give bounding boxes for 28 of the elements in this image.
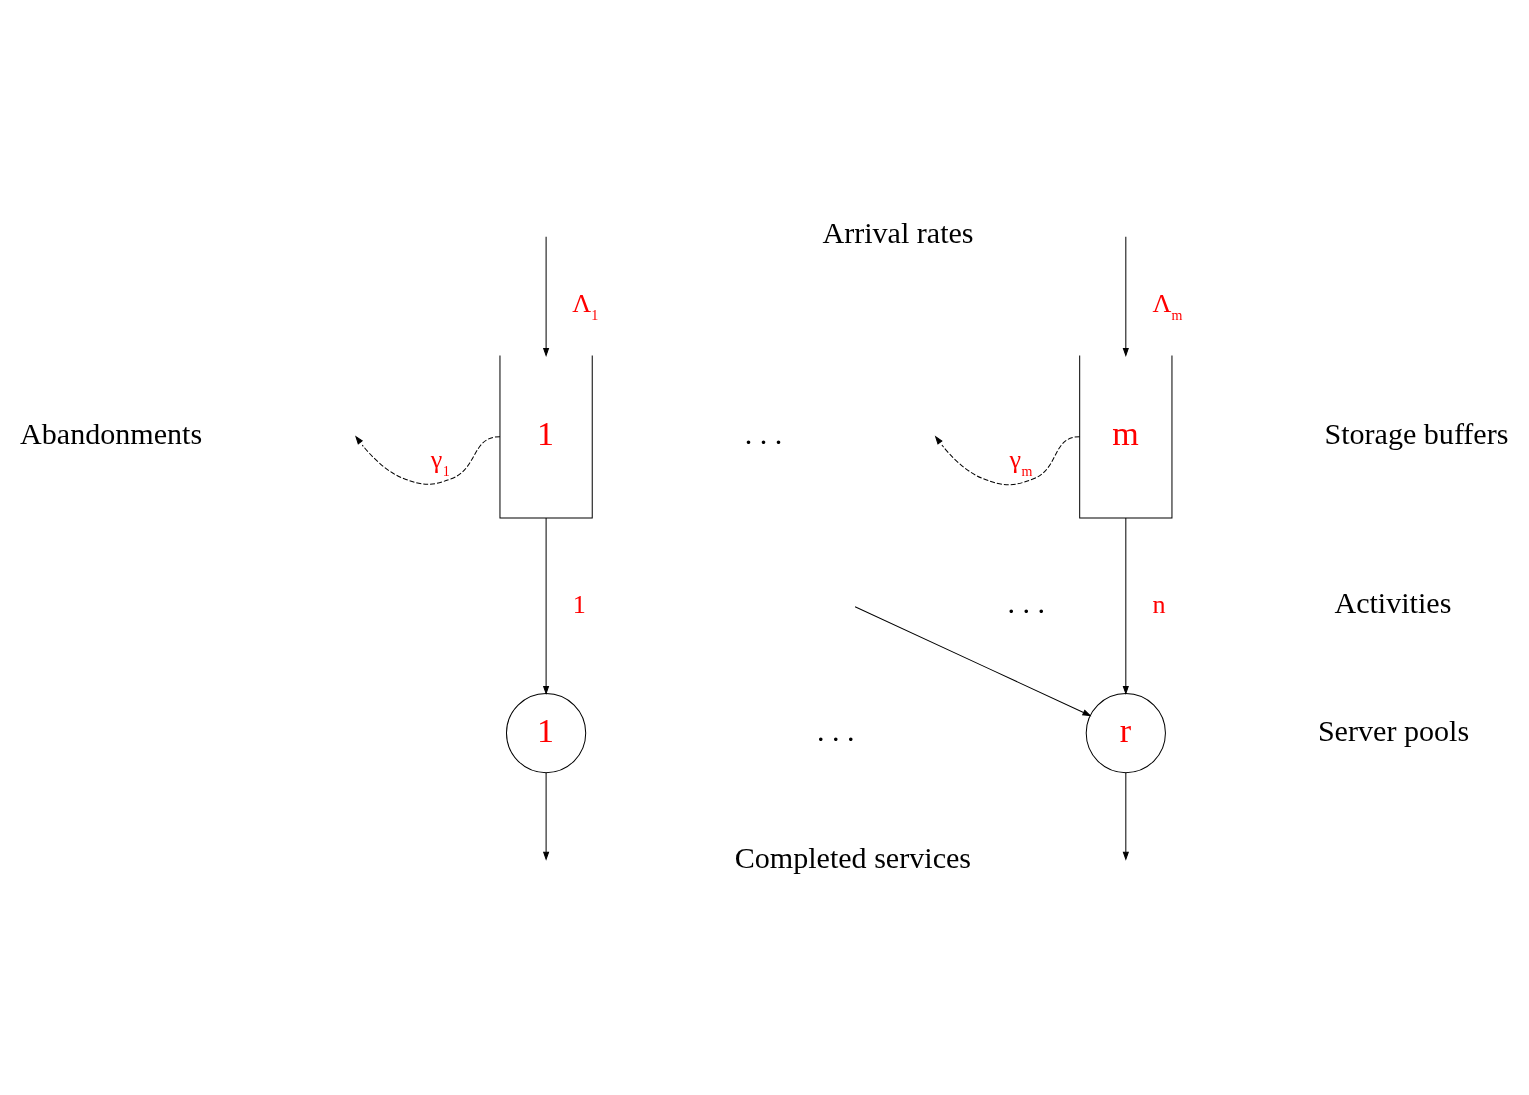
edge-label: Λ$_{1}$ — [572, 288, 599, 323]
edge-label: γ$_{1}$ — [430, 444, 450, 479]
edge-label: Λ$_{m}$ — [1152, 288, 1183, 323]
node-text: 1 — [537, 414, 555, 452]
label: . . . — [744, 416, 783, 451]
node-text: m — [1112, 414, 1139, 452]
label: Storage buffers — [1324, 416, 1509, 451]
label: . . . — [816, 713, 855, 748]
label: . . . — [1007, 585, 1046, 620]
arrow — [935, 435, 1081, 485]
edge-label: γ$_{m}$ — [1009, 444, 1033, 479]
arrow — [355, 435, 501, 485]
edge-label: n — [1152, 588, 1166, 618]
label: Arrival rates — [822, 215, 974, 250]
arrow — [543, 235, 550, 356]
arrow — [543, 771, 550, 860]
label: Activities — [1334, 585, 1452, 620]
arrow — [1122, 771, 1129, 860]
arrow — [854, 605, 1091, 716]
arrow — [543, 516, 550, 694]
label: Server pools — [1317, 713, 1470, 748]
label: Abandonments — [20, 416, 203, 451]
edge-label: 1 — [572, 588, 586, 618]
node-circle: 1 — [506, 692, 587, 773]
node-circle: r — [1085, 692, 1166, 773]
arrow — [1122, 516, 1129, 694]
label: Completed services — [734, 840, 972, 875]
arrow — [1122, 235, 1129, 356]
